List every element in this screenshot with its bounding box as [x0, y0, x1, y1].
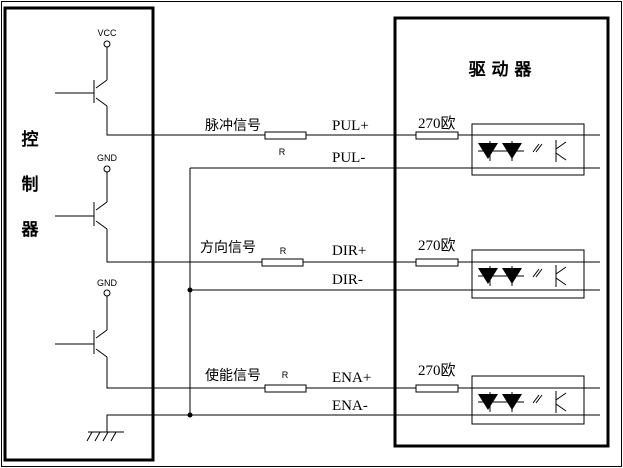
optocoupler-2	[395, 249, 600, 299]
terminal-dir-minus: DIR-	[332, 272, 363, 288]
opto-3-diode-a	[478, 394, 498, 410]
controller-label-char-2: 制	[22, 174, 39, 195]
optocoupler-3	[395, 375, 600, 425]
opto-1-diode-a	[478, 143, 498, 159]
input-resistor-ena: 270欧	[418, 362, 456, 379]
terminal-pul-minus: PUL-	[332, 150, 365, 166]
resistor-label-dir: R	[280, 246, 287, 256]
opto-2-diode-a	[478, 268, 498, 284]
signal-name-ena: 使能信号	[205, 367, 261, 384]
transistor-2	[55, 165, 148, 263]
controller-label-char-3: 器	[21, 220, 40, 240]
controller-box	[3, 6, 155, 462]
signal-name-dir: 方向信号	[200, 240, 256, 256]
transistor-3	[55, 289, 148, 389]
input-resistor-pul: 270欧	[418, 115, 456, 132]
transistor-1	[55, 40, 148, 136]
channel-ena-wires	[148, 384, 395, 393]
rail-label-gnd-2: GND	[97, 278, 118, 288]
opto-1-diode-b	[502, 143, 522, 159]
channel-dir-wires	[148, 258, 395, 291]
rail-label-gnd-1: GND	[97, 153, 118, 163]
terminal-dir-plus: DIR+	[332, 243, 366, 259]
optocoupler-1	[395, 123, 600, 176]
opto-2-diode-b	[502, 268, 522, 284]
signal-name-pul: 脉冲信号	[205, 118, 261, 134]
terminal-ena-minus: ENA-	[332, 398, 368, 414]
controller-label-char-1: 控	[22, 129, 39, 150]
terminal-pul-plus: PUL+	[332, 118, 369, 134]
input-resistor-dir: 270欧	[418, 237, 456, 254]
resistor-label-ena: R	[282, 370, 289, 380]
driver-box	[393, 16, 610, 448]
resistor-label-pul: R	[279, 147, 286, 157]
opto-3-diode-b	[502, 394, 522, 410]
channel-pul-wires	[148, 131, 395, 169]
driver-title: 驱 动 器	[469, 60, 533, 80]
ground-symbol	[86, 414, 148, 442]
terminal-ena-plus: ENA+	[332, 370, 371, 386]
junction-dot-2	[187, 412, 193, 418]
rail-label-vcc: VCC	[97, 28, 117, 38]
